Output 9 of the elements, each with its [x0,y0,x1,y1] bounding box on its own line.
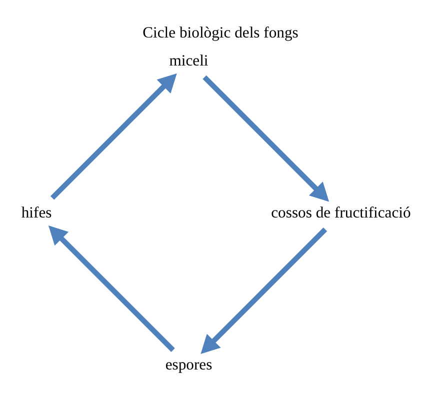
arrow [202,75,330,202]
node-text: espores [165,356,212,374]
arrow [48,226,175,352]
diagram-title: Cicle biològic dels fongs [142,24,298,42]
node-text: cossos de fructificació [271,204,411,222]
arrow [50,73,177,200]
node-text: hifes [21,204,52,222]
node-text: miceli [169,52,208,70]
arrow [200,228,328,354]
